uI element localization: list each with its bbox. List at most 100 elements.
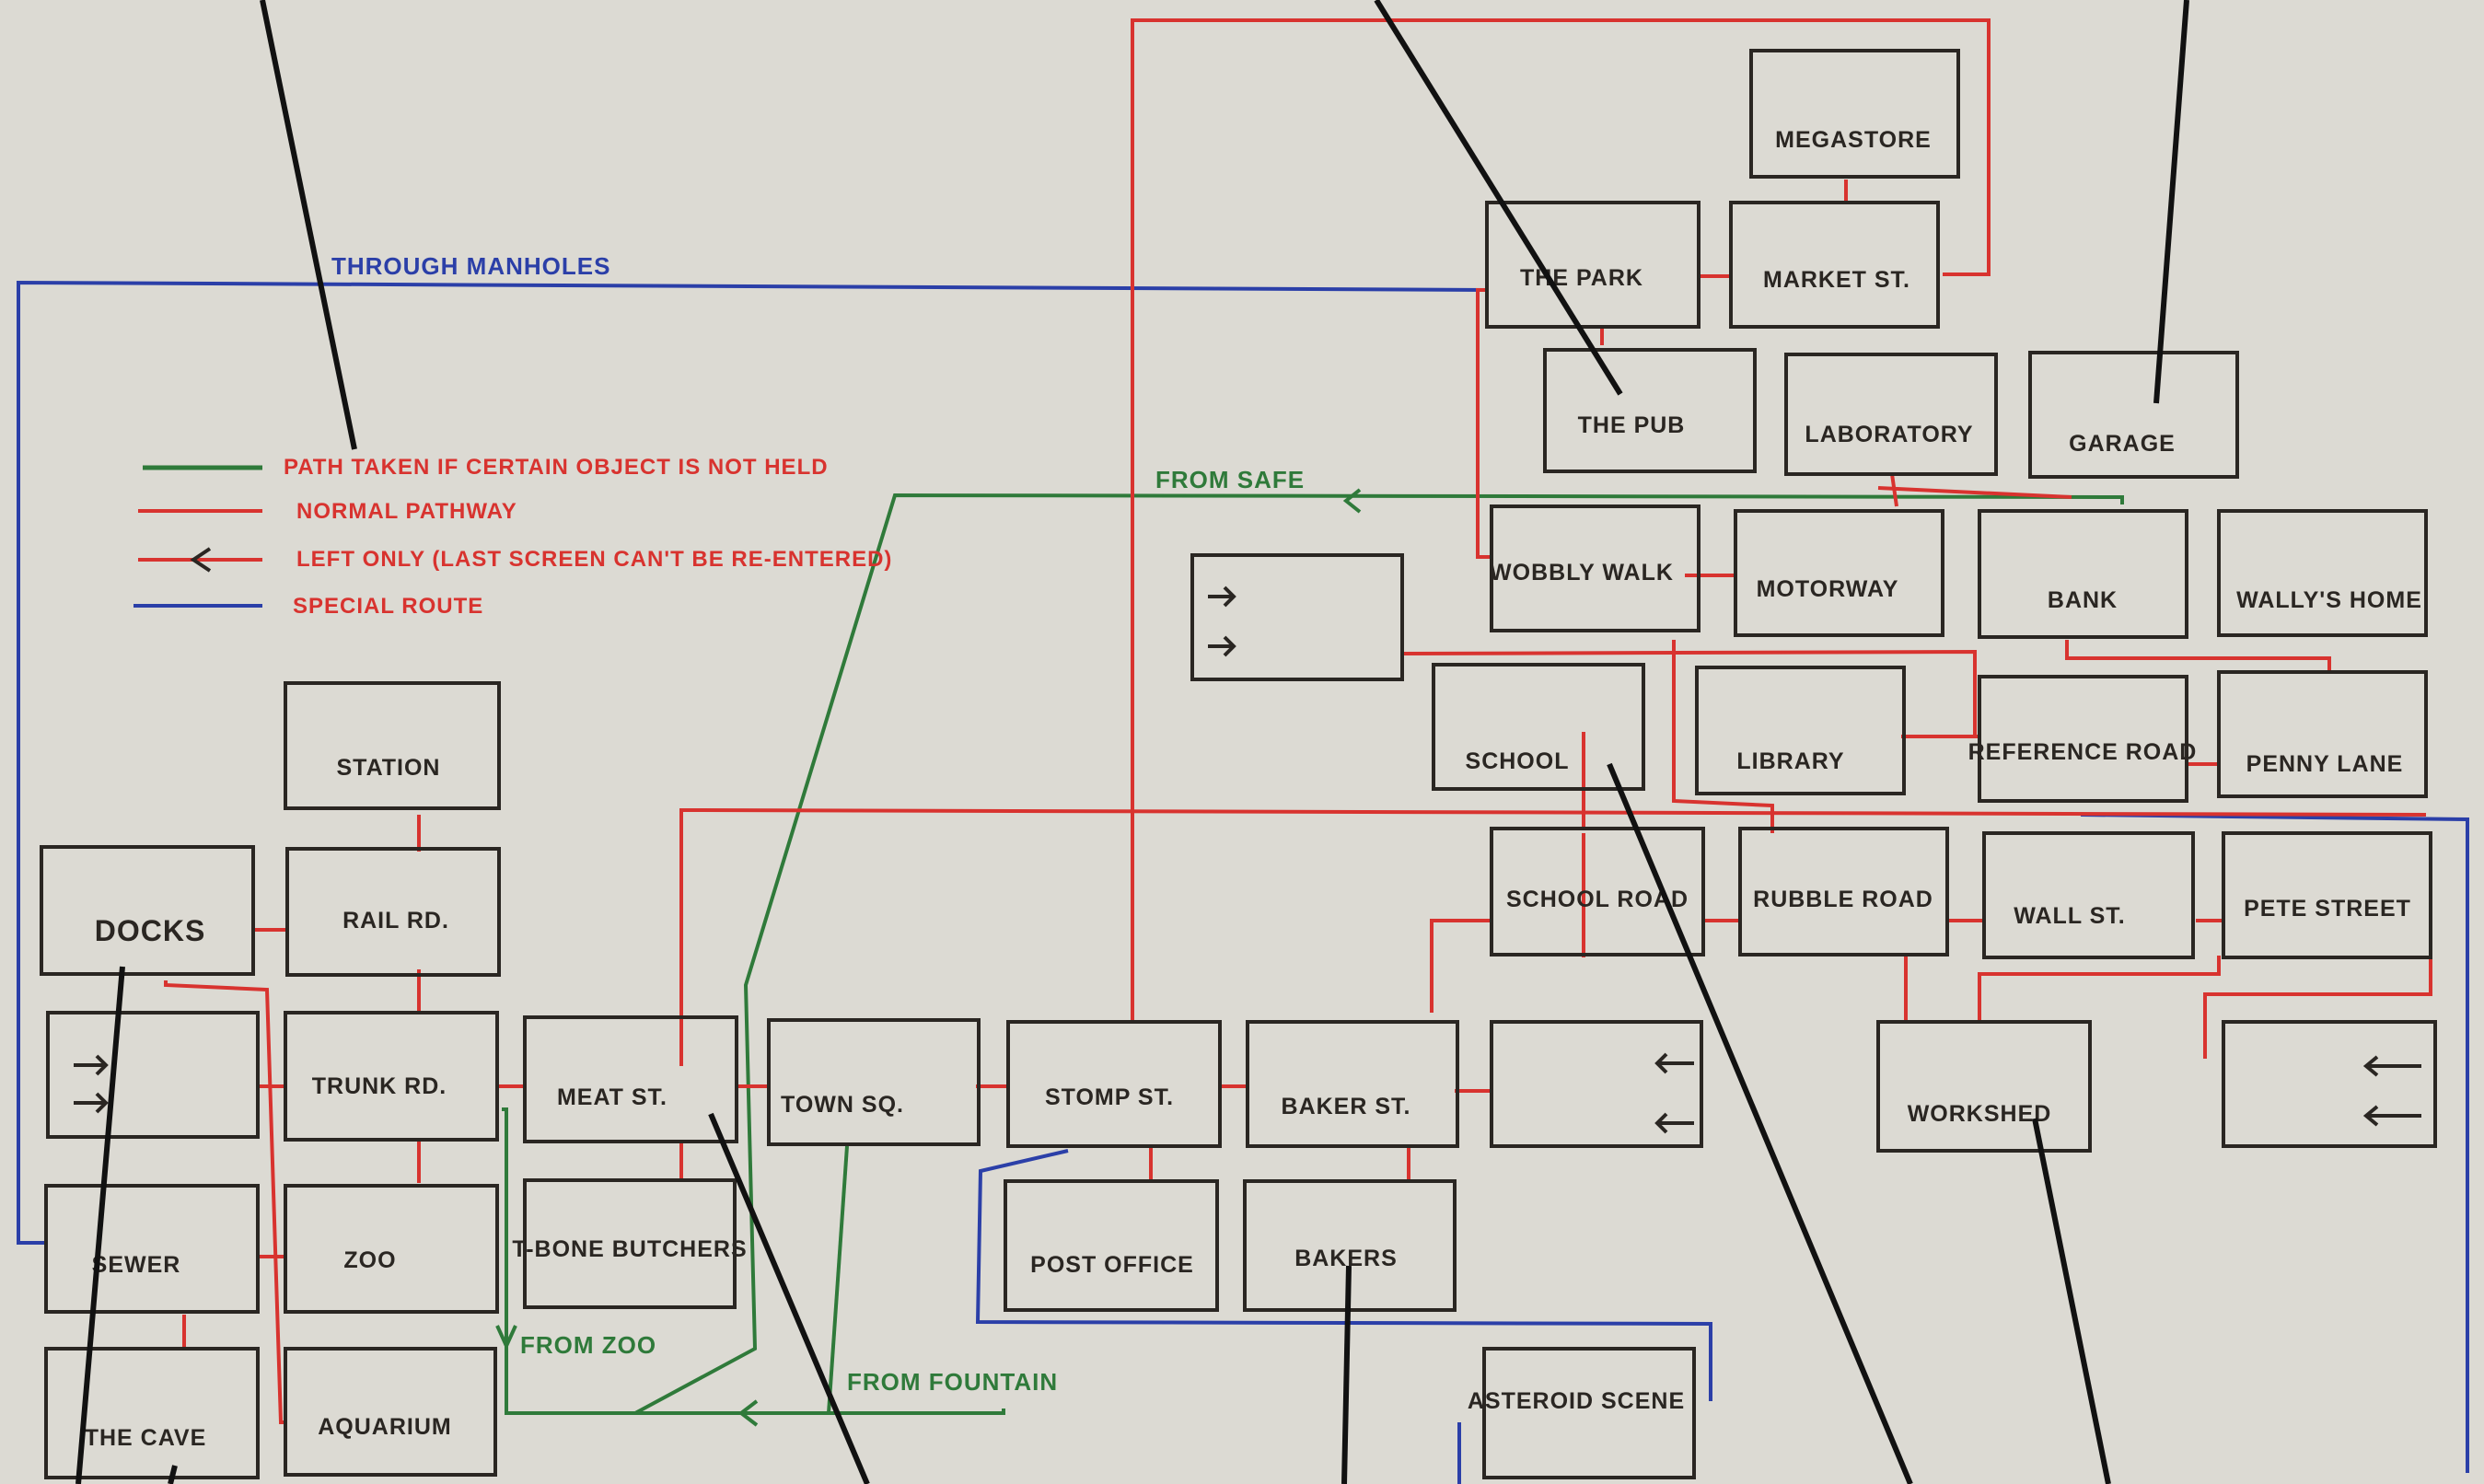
normal-paths	[164, 18, 2432, 1424]
room-t-bone-butchers: T-BONE BUTCHERS	[512, 1236, 747, 1262]
box-school	[1432, 663, 1645, 791]
room-baker-st: BAKER ST.	[1282, 1094, 1411, 1119]
box-asteroid-scene	[1482, 1347, 1696, 1479]
room-stomp-st: STOMP ST.	[1045, 1084, 1174, 1110]
room-bank: BANK	[2048, 587, 2118, 613]
room-the-cave: THE CAVE	[85, 1425, 207, 1451]
manhole-route	[17, 280, 1488, 1245]
box-pete-street	[2222, 831, 2432, 959]
through-manholes-note: THROUGH MANHOLES	[331, 252, 610, 280]
box-station	[284, 681, 501, 810]
room-town-sq: TOWN SQ.	[781, 1092, 904, 1118]
box-the-cave	[44, 1347, 260, 1479]
from-safe-path	[634, 493, 2124, 1415]
room-school: SCHOOL	[1466, 748, 1570, 774]
right-arrow-icon	[74, 1054, 109, 1076]
stomp-asteroid-route	[975, 1149, 1712, 1401]
room-sewer: SEWER	[92, 1252, 181, 1278]
room-workshed: WORKSHED	[1908, 1101, 2052, 1127]
box-inlet-4	[2222, 1020, 2437, 1148]
room-penny-lane: PENNY LANE	[2246, 751, 2404, 777]
box-meat-st	[523, 1015, 738, 1143]
box-bank	[1978, 509, 2188, 639]
from-fountain-note: FROM FOUNTAIN	[847, 1368, 1058, 1396]
room-market-st: MARKET ST.	[1763, 267, 1910, 293]
room-garage: GARAGE	[2069, 431, 2176, 457]
legend-object-path: PATH TAKEN IF CERTAIN OBJECT IS NOT HELD	[284, 455, 829, 480]
room-trunk-rd: TRUNK RD.	[312, 1073, 447, 1099]
room-the-park: THE PARK	[1520, 265, 1643, 291]
room-wall-st: WALL ST.	[2014, 903, 2125, 929]
room-reference-road: REFERENCE ROAD	[1968, 739, 2198, 765]
box-town-sq	[767, 1018, 981, 1146]
legend-normal: NORMAL PATHWAY	[296, 499, 517, 524]
room-bakers: BAKERS	[1294, 1246, 1398, 1271]
room-zoo: ZOO	[343, 1247, 396, 1273]
box-aquarium	[284, 1347, 497, 1477]
from-zoo-note: FROM ZOO	[520, 1331, 656, 1359]
box-megastore	[1749, 49, 1960, 179]
from-safe-arrow	[1342, 488, 1362, 514]
room-labels: MEGASTORE THE PARK MARKET ST. THE PUB LA…	[85, 127, 2422, 1451]
from-safe-note: FROM SAFE	[1155, 466, 1305, 493]
room-aquarium: AQUARIUM	[318, 1414, 452, 1440]
room-post-office: POST OFFICE	[1030, 1252, 1194, 1278]
box-the-park	[1485, 201, 1700, 329]
box-reference-road	[1978, 675, 2188, 803]
box-rail-rd	[285, 847, 501, 977]
room-motorway: MOTORWAY	[1757, 576, 1899, 602]
box-inlet-1	[1190, 553, 1404, 681]
box-rubble-road	[1738, 827, 1949, 956]
box-inlet-3	[1490, 1020, 1703, 1148]
box-garage	[2028, 351, 2239, 479]
route-notes: THROUGH MANHOLES FROM SAFE FROM ZOO FROM…	[331, 252, 1305, 1396]
right-arrow-icon	[1208, 585, 1236, 608]
from-zoo-arrow	[495, 1325, 517, 1351]
box-penny-lane	[2217, 670, 2428, 798]
box-wallys-home	[2217, 509, 2428, 637]
room-wallys-home: WALLY'S HOME	[2236, 587, 2422, 613]
box-school-road	[1490, 827, 1705, 956]
room-rubble-road: RUBBLE ROAD	[1753, 887, 1933, 912]
room-docks: DOCKS	[95, 914, 206, 947]
box-laboratory	[1784, 353, 1998, 476]
room-pete-street: PETE STREET	[2244, 896, 2411, 922]
box-t-bone-butchers	[523, 1178, 737, 1309]
room-laboratory: LABORATORY	[1805, 422, 1973, 447]
box-zoo	[284, 1184, 499, 1314]
box-docks	[40, 845, 255, 976]
room-school-road: SCHOOL ROAD	[1506, 887, 1689, 912]
room-asteroid-scene: ASTEROID SCENE	[1468, 1388, 1685, 1414]
box-sewer	[44, 1184, 260, 1314]
special-routes	[17, 280, 2469, 1484]
right-arrow-icon	[1208, 635, 1236, 657]
box-market-st	[1729, 201, 1940, 329]
room-megastore: MEGASTORE	[1775, 127, 1932, 153]
box-stomp-st	[1006, 1020, 1222, 1148]
box-inlet-2	[46, 1011, 260, 1139]
room-station: STATION	[336, 755, 440, 781]
left-arrow-icon	[2362, 1105, 2421, 1127]
legend-special: SPECIAL ROUTE	[293, 594, 483, 619]
room-boxes	[40, 49, 2437, 1479]
left-arrow-icon	[2362, 1055, 2421, 1077]
left-arrow-icon	[1654, 1052, 1694, 1074]
legend: PATH TAKEN IF CERTAIN OBJECT IS NOT HELD…	[133, 455, 891, 619]
box-trunk-rd	[284, 1011, 499, 1142]
left-arrow-icon	[1654, 1112, 1694, 1134]
pete-street-route	[2080, 813, 2469, 1473]
box-wobbly-walk	[1490, 504, 1700, 632]
left-only-arrows	[74, 585, 2421, 1134]
room-the-pub: THE PUB	[1578, 412, 1686, 438]
pointer-lines	[75, 0, 2189, 1484]
box-motorway	[1734, 509, 1944, 637]
right-arrow-icon	[74, 1092, 109, 1114]
from-zoo-path	[502, 1107, 1005, 1415]
box-library	[1695, 666, 1906, 795]
object-paths	[495, 488, 2124, 1427]
room-library: LIBRARY	[1736, 748, 1844, 774]
box-wall-st	[1982, 831, 2195, 959]
from-fountain-arrow	[737, 1399, 759, 1427]
from-fountain-path	[827, 1145, 849, 1414]
